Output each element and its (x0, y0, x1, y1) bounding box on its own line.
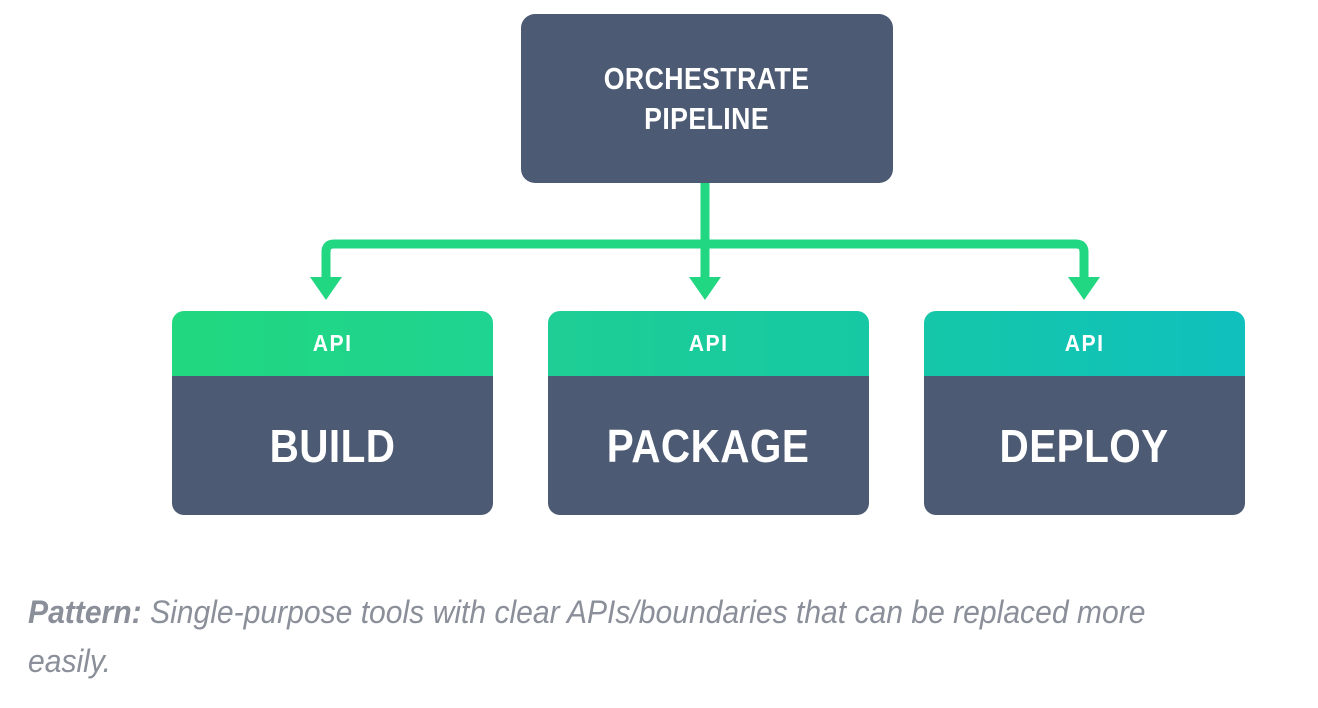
package-label: PACKAGE (607, 419, 810, 472)
node-build: API BUILD (172, 311, 493, 515)
arrow-down-icon-deploy (1068, 277, 1100, 300)
deploy-body: DEPLOY (924, 376, 1245, 515)
package-api-header: API (548, 311, 869, 376)
node-orchestrate-pipeline-label: ORCHESTRATE PIPELINE (604, 60, 810, 136)
arrow-down-icon-build (310, 277, 342, 300)
node-deploy: API DEPLOY (924, 311, 1245, 515)
build-body: BUILD (172, 376, 493, 515)
package-body: PACKAGE (548, 376, 869, 515)
arrow-down-icon-package (689, 277, 721, 300)
node-orchestrate-pipeline: ORCHESTRATE PIPELINE (521, 14, 893, 183)
build-api-header: API (172, 311, 493, 376)
connector-bus (321, 239, 1089, 281)
node-package: API PACKAGE (548, 311, 869, 515)
caption-lead: Pattern: (28, 594, 142, 630)
package-api-label: API (688, 330, 729, 356)
build-label: BUILD (269, 419, 396, 472)
caption: Pattern: Single-purpose tools with clear… (28, 588, 1220, 685)
deploy-api-header: API (924, 311, 1245, 376)
build-api-label: API (312, 330, 353, 356)
caption-text: Single-purpose tools with clear APIs/bou… (28, 594, 1146, 679)
deploy-label: DEPLOY (999, 419, 1170, 472)
deploy-api-label: API (1064, 330, 1105, 356)
